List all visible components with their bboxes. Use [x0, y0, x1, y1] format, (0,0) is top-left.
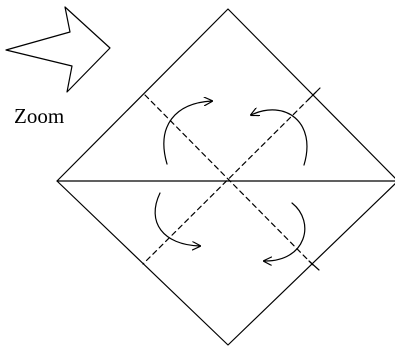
curved-arrow-top-left — [163, 101, 212, 165]
zoom-label: Zoom — [14, 104, 65, 128]
arrow-right-icon[interactable] — [5, 6, 111, 93]
curved-arrow-bottom-left — [154, 192, 200, 246]
curved-arrow-bottom-right — [264, 202, 306, 261]
edge-midpoint-tick-upper-right — [307, 87, 321, 101]
paper-square-outline — [56, 8, 395, 346]
edge-midpoint-tick-lower-right — [308, 260, 320, 271]
dashed-fold-line-ne-sw — [142, 91, 317, 265]
dashed-fold-line-nw-se — [144, 94, 315, 267]
curved-arrow-top-right — [251, 110, 308, 166]
